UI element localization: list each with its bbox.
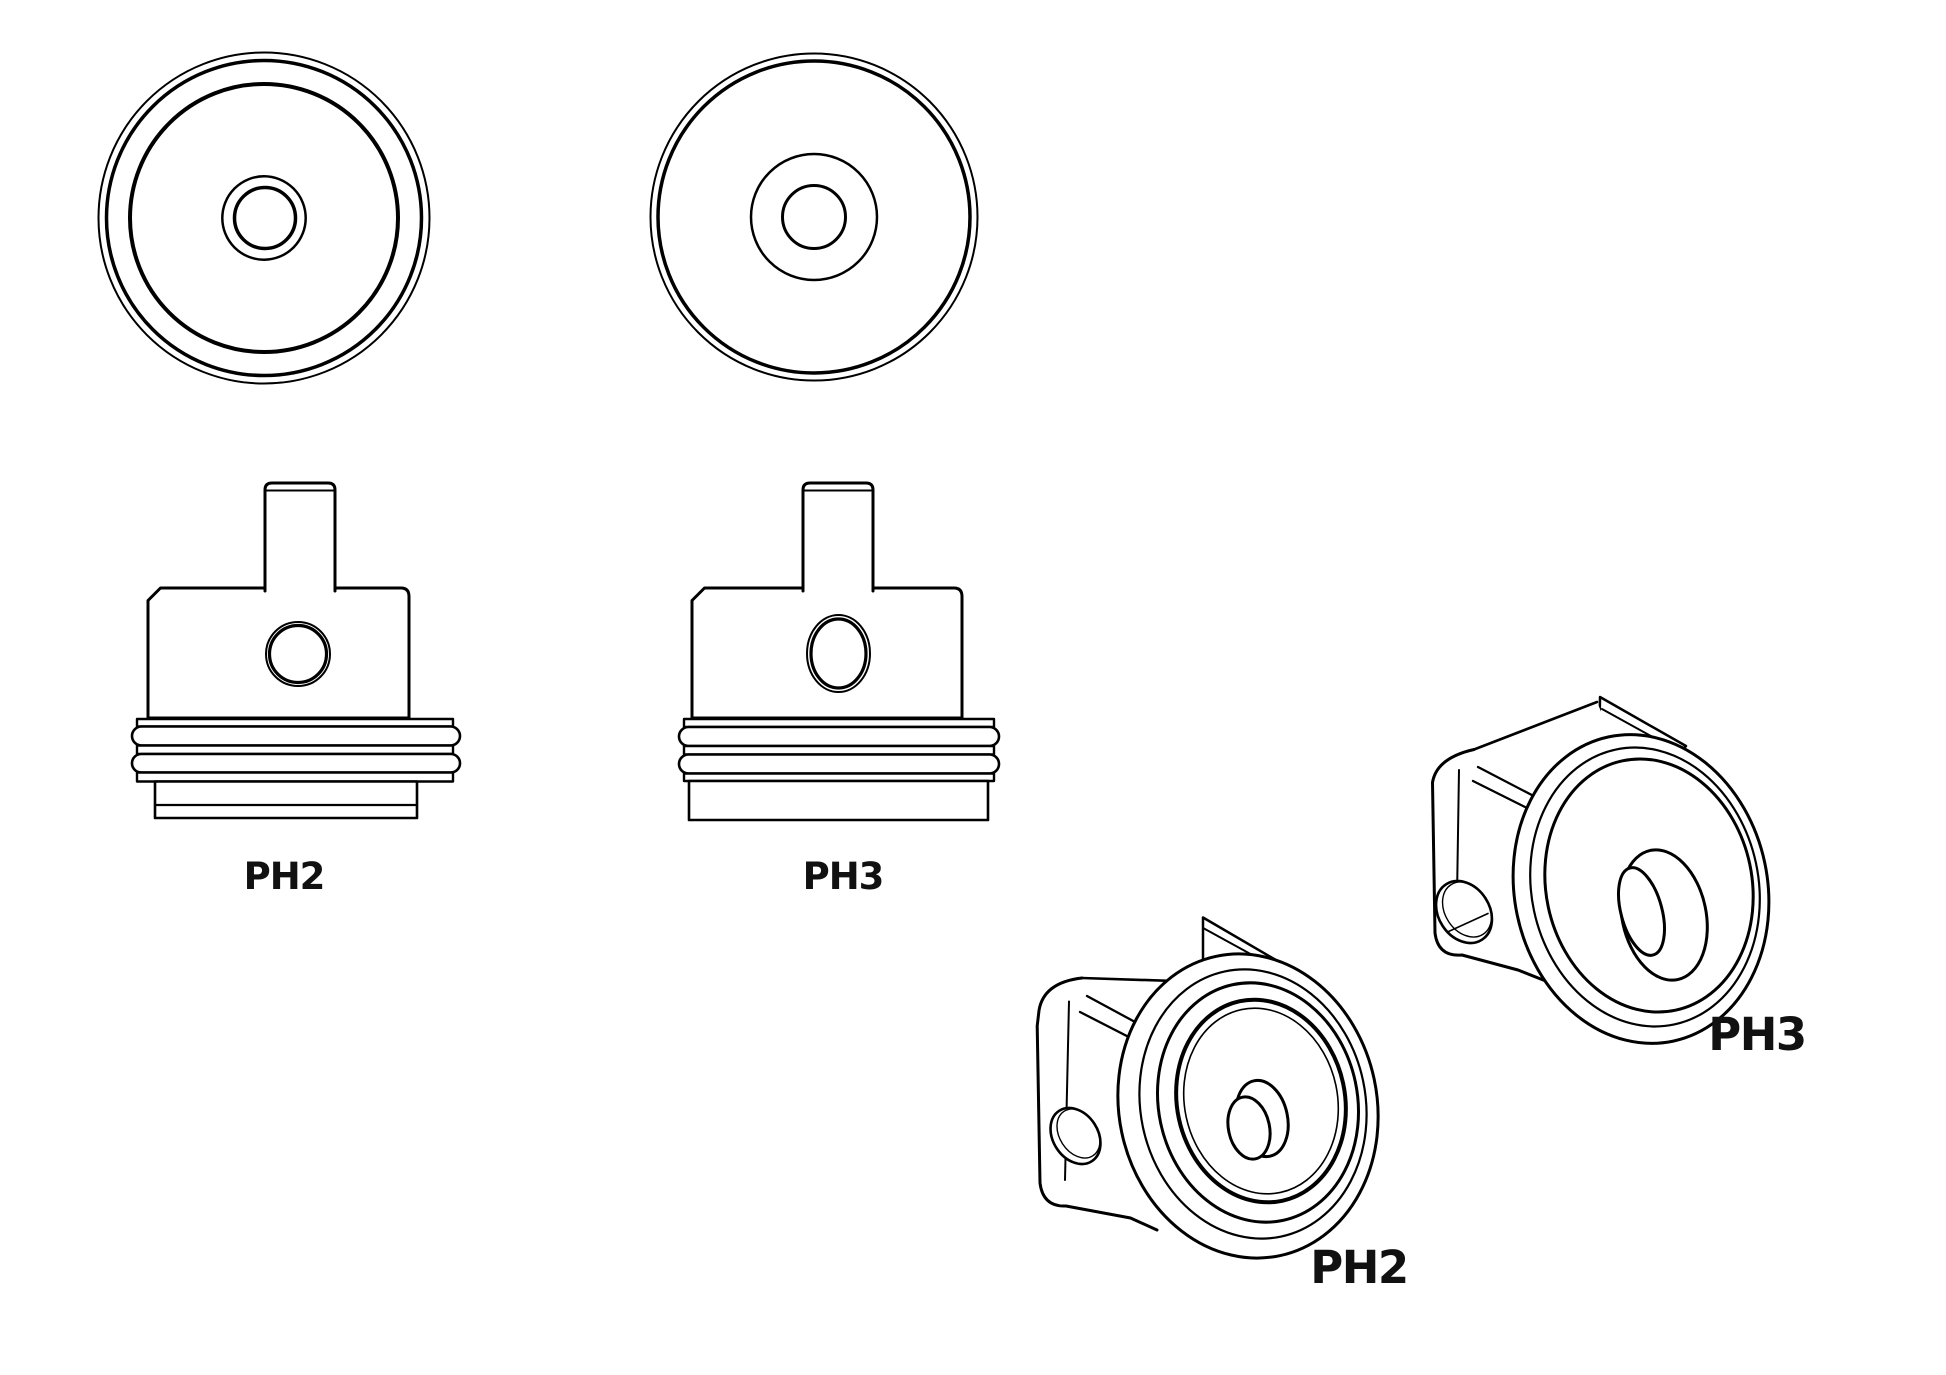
ph2-iso-label: PH2 — [1310, 1241, 1407, 1294]
ph3-iso-bracket-outline — [1431, 748, 1549, 983]
ph2-isometric-view: PH2 — [1035, 916, 1409, 1294]
ph3-front-oring-2 — [677, 753, 1001, 775]
ph2-front-port — [267, 623, 329, 685]
ph2-iso-recessed-face-inner-line — [1182, 1007, 1340, 1195]
ph2-iso-bracket-hole-inner-edge — [1056, 1108, 1101, 1159]
ph2-iso-recessed-face-ring — [1174, 997, 1348, 1205]
ph2-front-view: PH2 — [130, 481, 462, 898]
ph3-front-view: PH3 — [677, 481, 1001, 898]
ph2-top-rim — [104, 58, 424, 378]
ph2-iso-bracket-outline — [1035, 976, 1159, 1232]
ph2-iso-rim-ring-1 — [1138, 968, 1368, 1240]
ph3-iso-body-top-edge — [1472, 700, 1599, 751]
ph2-front-groove-band-3 — [135, 771, 455, 783]
ph2-iso-rim-ring-2 — [1156, 981, 1360, 1224]
ph3-iso-label: PH3 — [1708, 1008, 1805, 1061]
ph3-top-outer-edge — [649, 52, 979, 382]
ph2-top-bore — [232, 185, 298, 251]
ph3-top-bore — [781, 184, 847, 250]
ph2-top-outer-edge — [97, 51, 431, 385]
ph3-iso-bore — [1617, 866, 1666, 957]
ph3-top-boss — [749, 152, 879, 282]
ph3-iso-rim-ring-1 — [1529, 746, 1761, 1028]
ph3-front-base-step — [687, 779, 990, 822]
ph3-isometric-view: PH3 — [1431, 695, 1807, 1061]
ph2-front-stem — [263, 481, 337, 593]
ph3-iso-rim-ring-2 — [1543, 757, 1755, 1014]
ph3-front-stem — [801, 481, 875, 593]
ph2-top-boss — [221, 175, 307, 261]
ph2-top-face-ring — [128, 82, 400, 354]
ph3-iso-bracket-hole-bore-line — [1446, 912, 1489, 933]
ph3-front-port-outer — [806, 614, 871, 693]
ph2-iso-bore — [1226, 1095, 1272, 1161]
ph2-top-view — [97, 51, 431, 385]
ph2-front-oring-1 — [130, 725, 462, 747]
ph2-front-base-step — [153, 780, 419, 820]
ph3-front-oring-1 — [677, 725, 1001, 748]
ph3-top-rim — [656, 59, 972, 375]
ph3-top-view — [649, 52, 979, 382]
ph2-front-port-outer — [265, 621, 331, 687]
ph2-front-oring-2 — [130, 752, 462, 774]
ph3-iso-bracket-hole-inner-edge — [1441, 881, 1493, 938]
ph3-front-port — [809, 617, 868, 690]
ph3-front-label: PH3 — [803, 855, 884, 898]
ph2-front-label: PH2 — [244, 855, 325, 898]
